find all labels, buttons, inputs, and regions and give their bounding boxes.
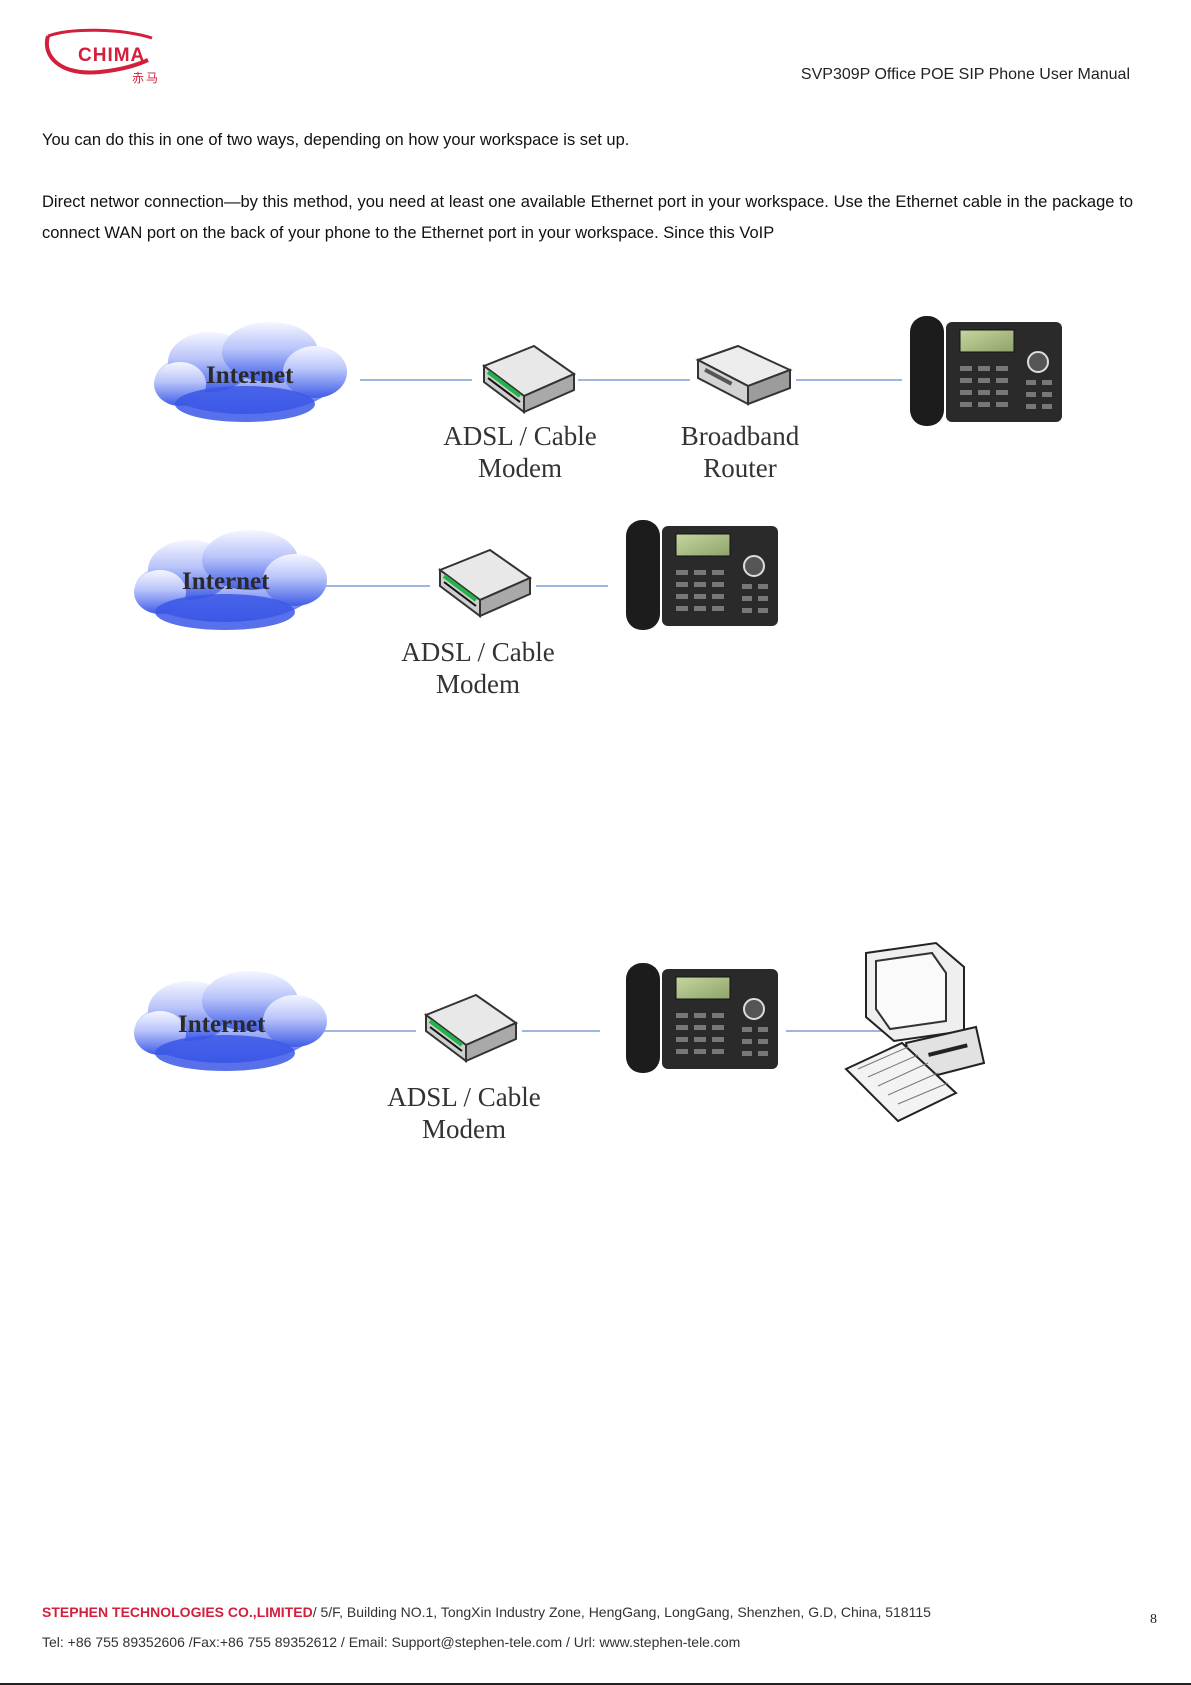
modem-icon (438, 548, 532, 618)
modem-label: ADSL / Cable Modem (364, 1081, 564, 1145)
router-icon (697, 345, 791, 405)
internet-label: Internet (178, 1011, 266, 1038)
modem-label-line2: Modem (436, 669, 520, 699)
footer-address: / 5/F, Building NO.1, TongXin Industry Z… (312, 1604, 931, 1620)
modem-label: ADSL / Cable Modem (420, 420, 620, 484)
page-number: 8 (1150, 1612, 1157, 1627)
internet-label: Internet (182, 568, 270, 595)
company-logo: CHIMA 赤马 (40, 26, 180, 88)
intro-paragraph: You can do this in one of two ways, depe… (42, 131, 630, 149)
logo-subtext: 赤马 (132, 71, 161, 85)
diagram-modem-phone: Internet ADSL / Cable Modem (130, 519, 810, 720)
diagram-modem-phone-computer: Internet ADSL / Cable Modem (130, 935, 1060, 1155)
footer-contact-line: Tel: +86 755 89352606 /Fax:+86 755 89352… (42, 1634, 741, 1650)
router-label: Broadband Router (640, 420, 840, 484)
internet-label: Internet (206, 362, 294, 389)
ip-phone-icon (909, 315, 1063, 427)
ip-phone-icon (625, 962, 779, 1074)
modem-label-line1: ADSL / Cable (443, 421, 597, 451)
router-label-line1: Broadband (680, 421, 800, 451)
modem-label-line1: ADSL / Cable (401, 637, 555, 667)
footer-address-line: STEPHEN TECHNOLOGIES CO.,LIMITED/ 5/F, B… (42, 1604, 931, 1620)
router-label-line2: Router (703, 453, 777, 483)
modem-icon (482, 344, 576, 414)
modem-label: ADSL / Cable Modem (378, 636, 578, 700)
modem-label-line2: Modem (422, 1114, 506, 1144)
footer-company-name: STEPHEN TECHNOLOGIES CO.,LIMITED (42, 1604, 313, 1620)
ip-phone-icon (625, 519, 779, 631)
diagram-modem-router-phone: Internet ADSL / Cable Modem Broadband Ro… (150, 310, 1063, 490)
modem-icon (424, 993, 518, 1063)
modem-label-line2: Modem (478, 453, 562, 483)
logo-wordmark: CHIMA (78, 45, 146, 66)
logo-swoosh-icon (44, 28, 153, 75)
modem-label-line1: ADSL / Cable (387, 1082, 541, 1112)
bottom-divider (0, 1683, 1191, 1685)
direct-connection-paragraph: Direct networ connection—by this method,… (42, 193, 1133, 242)
document-title: SVP309P Office POE SIP Phone User Manual (800, 66, 1130, 83)
